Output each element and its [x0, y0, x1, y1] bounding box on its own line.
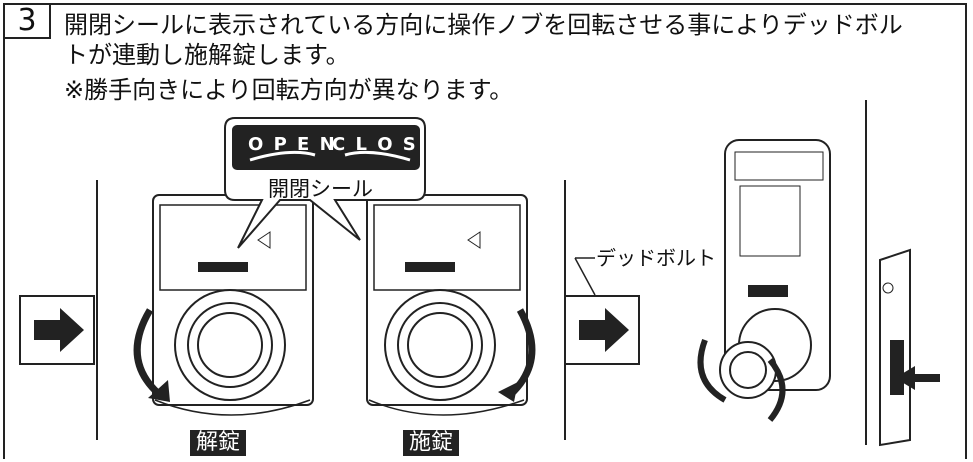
seal-caption: 開閉シール — [268, 177, 373, 201]
strike-plate — [879, 248, 940, 447]
unlock-lock-body — [152, 194, 314, 416]
step-number: 3 — [3, 3, 51, 39]
instruction-frame — [3, 3, 967, 459]
lock-lock-body — [366, 194, 528, 416]
seal-close-text: C L O S E — [332, 134, 441, 155]
deadbolt-label: デッドボルト — [596, 246, 716, 270]
lock-tag: 施錠 — [403, 430, 460, 456]
instruction-line-2: トが連動し施解錠します。 — [64, 41, 350, 69]
arrow-right-icon — [19, 295, 95, 365]
arrow-right-icon — [564, 295, 640, 365]
seal-open-text: O P E N — [248, 134, 337, 155]
lock-perspective — [697, 139, 831, 422]
instruction-note: ※勝手向きにより回転方向が異なります。 — [64, 76, 514, 104]
unlock-tag: 解錠 — [190, 430, 247, 456]
instruction-line-1: 開閉シールに表示されている方向に操作ノブを回転させる事によりデッドボル — [64, 11, 903, 39]
